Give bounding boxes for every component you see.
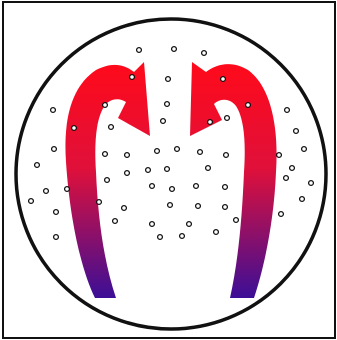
particle <box>158 235 163 240</box>
particle <box>165 102 170 107</box>
particle <box>223 205 228 210</box>
particle <box>194 184 199 189</box>
particle <box>279 212 284 217</box>
particle <box>180 234 185 239</box>
particle <box>161 119 166 124</box>
particle <box>198 150 203 155</box>
particle <box>44 189 49 194</box>
particle <box>103 152 108 157</box>
particle <box>225 116 230 121</box>
particle <box>54 210 59 215</box>
particle <box>65 187 70 192</box>
particle <box>137 48 142 53</box>
particle <box>103 103 108 108</box>
particle <box>130 75 135 80</box>
particle <box>125 171 130 176</box>
particle <box>224 153 229 158</box>
particle <box>146 168 151 173</box>
particle <box>284 176 289 181</box>
particle <box>125 153 130 158</box>
particle <box>208 120 213 125</box>
particle <box>29 199 34 204</box>
particle <box>109 125 114 130</box>
particle <box>35 163 40 168</box>
particle <box>122 206 127 211</box>
particle <box>206 166 211 171</box>
particle <box>290 166 295 171</box>
particle <box>223 185 228 190</box>
particle <box>105 178 110 183</box>
particle <box>175 147 180 152</box>
particle <box>150 184 155 189</box>
particle <box>97 200 102 205</box>
particle <box>202 51 207 56</box>
particle <box>302 147 307 152</box>
particle <box>246 103 251 108</box>
particle <box>285 108 290 113</box>
particle <box>277 153 282 158</box>
particle <box>214 230 219 235</box>
particle <box>51 108 56 113</box>
particle <box>234 218 239 223</box>
particle <box>294 129 299 134</box>
particle <box>155 149 160 154</box>
particle <box>54 235 59 240</box>
particle <box>52 147 57 152</box>
particle <box>309 181 314 186</box>
container-circle <box>16 19 326 329</box>
particle <box>166 77 171 82</box>
particle <box>72 126 77 131</box>
particle <box>221 77 226 82</box>
particle <box>113 219 118 224</box>
particle <box>150 222 155 227</box>
particle <box>172 47 177 52</box>
particle <box>300 197 305 202</box>
particle <box>168 203 173 208</box>
particle <box>187 222 192 227</box>
particle <box>165 167 170 172</box>
particle <box>170 187 175 192</box>
particle <box>196 204 201 209</box>
